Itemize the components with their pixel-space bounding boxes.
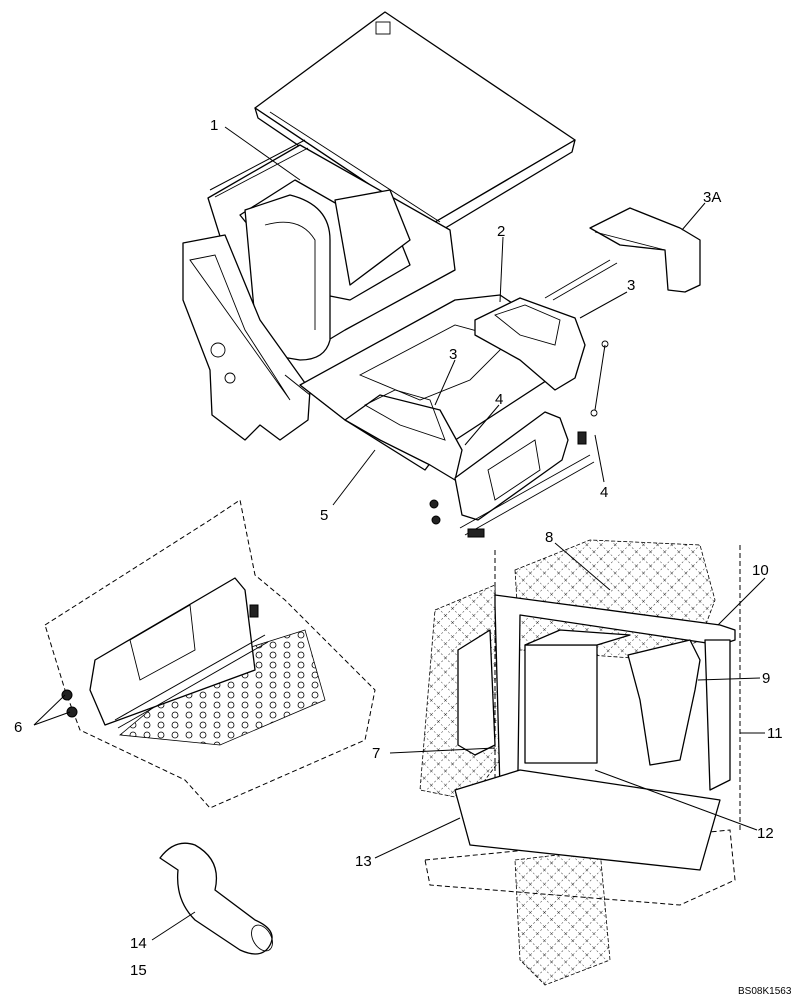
filter-housing xyxy=(524,644,598,764)
callout-9: 9 xyxy=(762,670,770,687)
side-insulation-3a xyxy=(589,207,701,293)
callout-4-upper: 4 xyxy=(495,391,503,408)
mount-frame xyxy=(494,594,736,791)
callout-3a: 3A xyxy=(703,189,721,206)
callout-11: 11 xyxy=(767,725,783,742)
reference-code: BS08K1563 xyxy=(738,986,792,997)
callout-7: 7 xyxy=(372,745,380,762)
perforated-floor xyxy=(119,629,326,746)
leader-lines xyxy=(33,126,766,941)
callout-10: 10 xyxy=(752,562,769,579)
callout-13: 13 xyxy=(355,853,372,870)
callout-5: 5 xyxy=(320,507,328,524)
callout-1: 1 xyxy=(210,117,218,134)
callout-6: 6 xyxy=(14,719,22,736)
duct-elbow xyxy=(627,639,701,766)
left-floor-assembly xyxy=(44,499,376,809)
hose-elbow xyxy=(159,842,273,955)
top-assembly xyxy=(182,11,701,538)
chassis-outline-dashed xyxy=(44,499,376,809)
callout-15: 15 xyxy=(130,962,147,979)
floor-panel-13 xyxy=(454,769,721,871)
callout-12: 12 xyxy=(757,825,774,842)
callout-3-center: 3 xyxy=(449,346,457,363)
right-cab-assembly xyxy=(419,539,741,986)
callout-14: 14 xyxy=(130,935,147,952)
callout-2: 2 xyxy=(497,223,505,240)
gas-strut xyxy=(594,344,606,411)
front-door-frame xyxy=(454,411,569,521)
callout-3-right: 3 xyxy=(627,277,635,294)
callout-4-lower: 4 xyxy=(600,484,608,501)
left-side-foam xyxy=(182,234,311,441)
center-foam-pad xyxy=(344,394,463,481)
callout-8: 8 xyxy=(545,529,553,546)
callout-labels: 1 2 3A 3 3 4 4 5 6 7 8 9 10 11 12 13 14 … xyxy=(14,117,792,997)
door-frame-installed xyxy=(89,577,256,726)
